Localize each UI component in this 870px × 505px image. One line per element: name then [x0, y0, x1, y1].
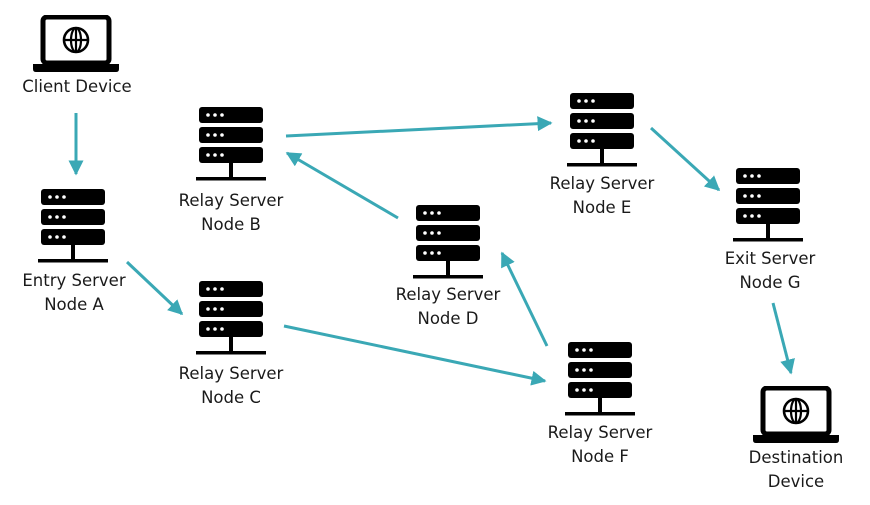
label-line-1: Relay Server	[178, 364, 284, 383]
relay-f-server-icon	[565, 342, 635, 416]
entry-server-icon	[38, 189, 108, 263]
label-line-1: Relay Server	[547, 423, 653, 442]
relay-e-server-icon	[567, 93, 637, 167]
edge-relay-d-to-relay-b	[285, 151, 399, 220]
relay-d-server-icon	[413, 205, 483, 279]
label-line-1: Destination	[748, 448, 844, 467]
relay-f-label: Relay Server Node F	[520, 421, 680, 469]
label-line-1: Relay Server	[395, 285, 501, 304]
edge-exit-g-to-destination	[771, 302, 795, 375]
relay-b-server-icon	[196, 107, 266, 181]
label-line-2: Node G	[739, 273, 801, 292]
relay-e-label: Relay Server Node E	[522, 172, 682, 220]
label-line-1: Exit Server	[724, 249, 816, 268]
client-device-label: Client Device	[0, 75, 157, 99]
edge-entry-a-to-relay-c	[125, 260, 184, 316]
relay-b-label: Relay Server Node B	[151, 189, 311, 237]
edge-relay-e-to-exit-g	[649, 126, 721, 192]
label-line-1: Entry Server	[22, 271, 126, 290]
destination-device-label: Destination Device	[716, 446, 870, 494]
label-line-2: Node D	[417, 309, 479, 328]
label-line-1: Relay Server	[549, 174, 655, 193]
label-line-1: Relay Server	[178, 191, 284, 210]
client-laptop-icon	[33, 17, 119, 72]
relay-c-server-icon	[196, 281, 266, 355]
relay-c-label: Relay Server Node C	[151, 362, 311, 410]
edge-relay-c-to-relay-f	[283, 324, 547, 386]
label-line-2: Node E	[572, 198, 632, 217]
connections	[68, 113, 795, 386]
edge-relay-b-to-relay-e	[285, 116, 553, 138]
label-line-2: Node F	[571, 447, 629, 466]
exit-server-label: Exit Server Node G	[690, 247, 850, 295]
label-line-2: Node B	[201, 215, 261, 234]
label-line-1: Client Device	[22, 77, 132, 96]
entry-server-label: Entry Server Node A	[0, 269, 154, 317]
label-line-2: Node C	[201, 388, 261, 407]
label-line-2: Device	[767, 472, 825, 491]
label-line-2: Node A	[44, 295, 104, 314]
exit-server-icon	[733, 168, 803, 242]
relay-d-label: Relay Server Node D	[368, 283, 528, 331]
edge-relay-f-to-relay-d	[500, 251, 549, 347]
destination-laptop-icon	[753, 388, 839, 443]
